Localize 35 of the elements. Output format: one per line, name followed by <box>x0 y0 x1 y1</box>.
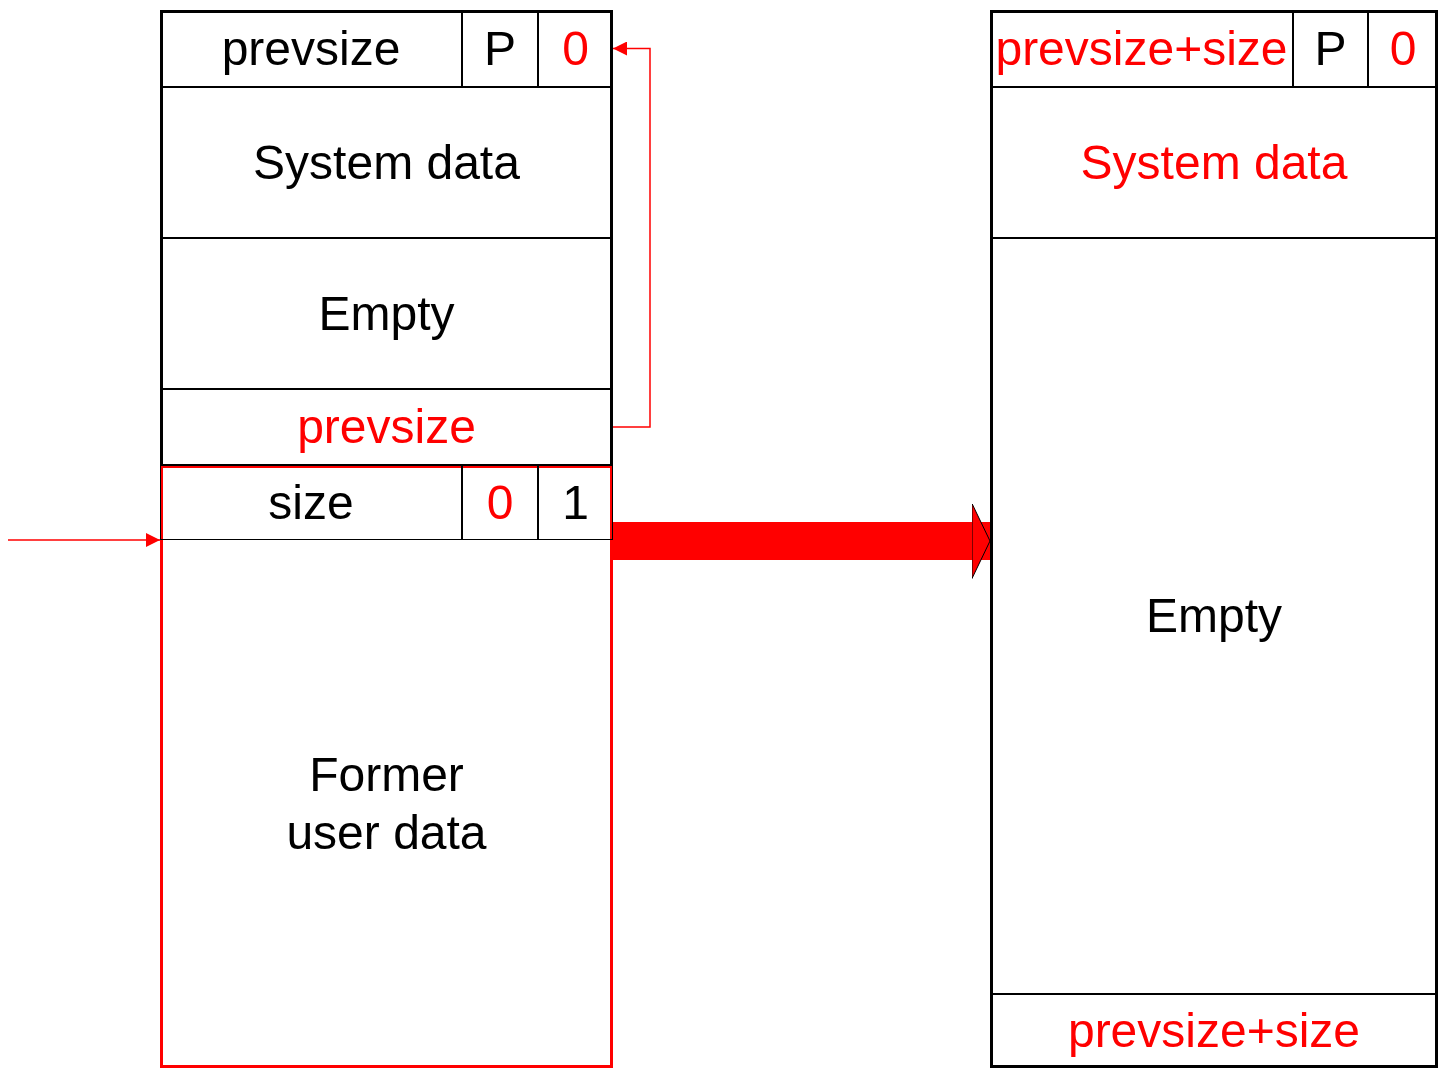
field-label: P <box>484 20 516 77</box>
field-label: prevsize+size <box>1067 1003 1361 1059</box>
field-label: prevsize+size <box>995 20 1288 77</box>
field-label: 0 <box>1389 20 1417 77</box>
memory-chunk <box>160 10 613 1068</box>
field-label: prevsize <box>297 399 476 455</box>
field-cell <box>160 465 462 540</box>
field-cell <box>538 465 613 540</box>
field-label: Empty <box>1146 588 1282 644</box>
field-cell <box>160 10 462 87</box>
field-label: prevsize <box>221 20 401 77</box>
field-cell <box>462 465 538 540</box>
field-cell <box>1293 10 1368 87</box>
field-cell <box>160 238 613 389</box>
memory-chunk <box>990 10 1438 1068</box>
block-arrow <box>613 503 991 579</box>
field-label: System data <box>253 134 520 191</box>
field-cell <box>462 10 538 87</box>
field-cell <box>990 87 1438 238</box>
field-cell <box>160 87 613 238</box>
field-label: System data <box>1080 134 1348 191</box>
field-label: Former user data <box>285 747 488 861</box>
field-cell <box>990 10 1293 87</box>
field-cell <box>990 238 1438 994</box>
field-label: 0 <box>486 474 514 531</box>
field-cell <box>1368 10 1438 87</box>
field-label: 1 <box>562 474 589 531</box>
arrow <box>7 533 161 547</box>
field-cell <box>160 389 613 465</box>
field-label: Empty <box>318 285 455 342</box>
field-cell <box>538 10 613 87</box>
field-label: size <box>268 474 354 531</box>
arrow <box>612 41 651 428</box>
field-label: P <box>1314 20 1347 77</box>
field-label: 0 <box>562 20 589 77</box>
